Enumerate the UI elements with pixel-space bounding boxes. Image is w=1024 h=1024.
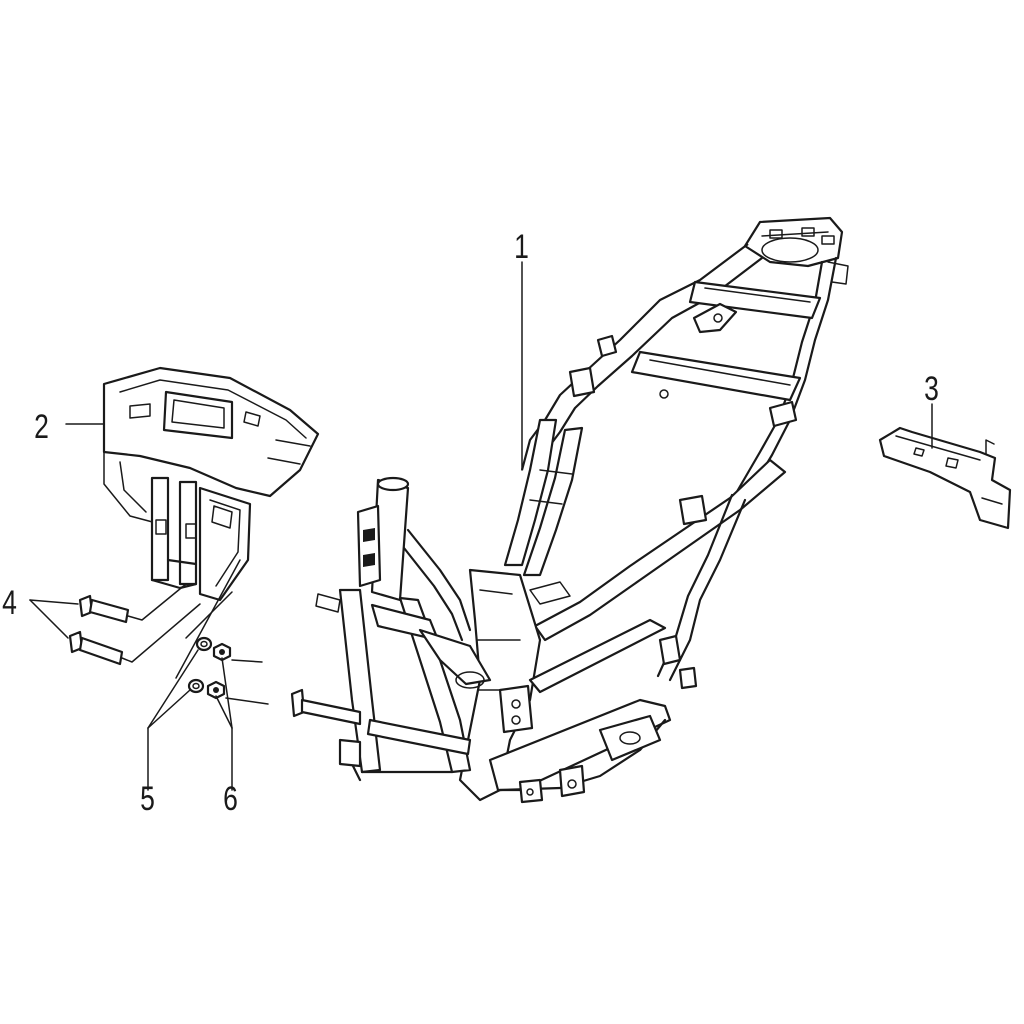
callout-5: 5 [140, 780, 155, 818]
bolt-upper [78, 594, 130, 624]
rear-bracket [878, 426, 1012, 530]
callout-3: 3 [924, 370, 939, 408]
bolt-lower [68, 630, 124, 666]
main-frame [290, 216, 849, 804]
bolts [68, 594, 130, 666]
nuts [206, 642, 232, 700]
front-cover [102, 366, 320, 602]
callout-2: 2 [34, 408, 49, 446]
callout-6: 6 [223, 780, 238, 818]
leader-lines [29, 261, 933, 791]
callout-4: 4 [2, 584, 17, 622]
washers [187, 636, 213, 694]
callout-1: 1 [514, 228, 529, 266]
